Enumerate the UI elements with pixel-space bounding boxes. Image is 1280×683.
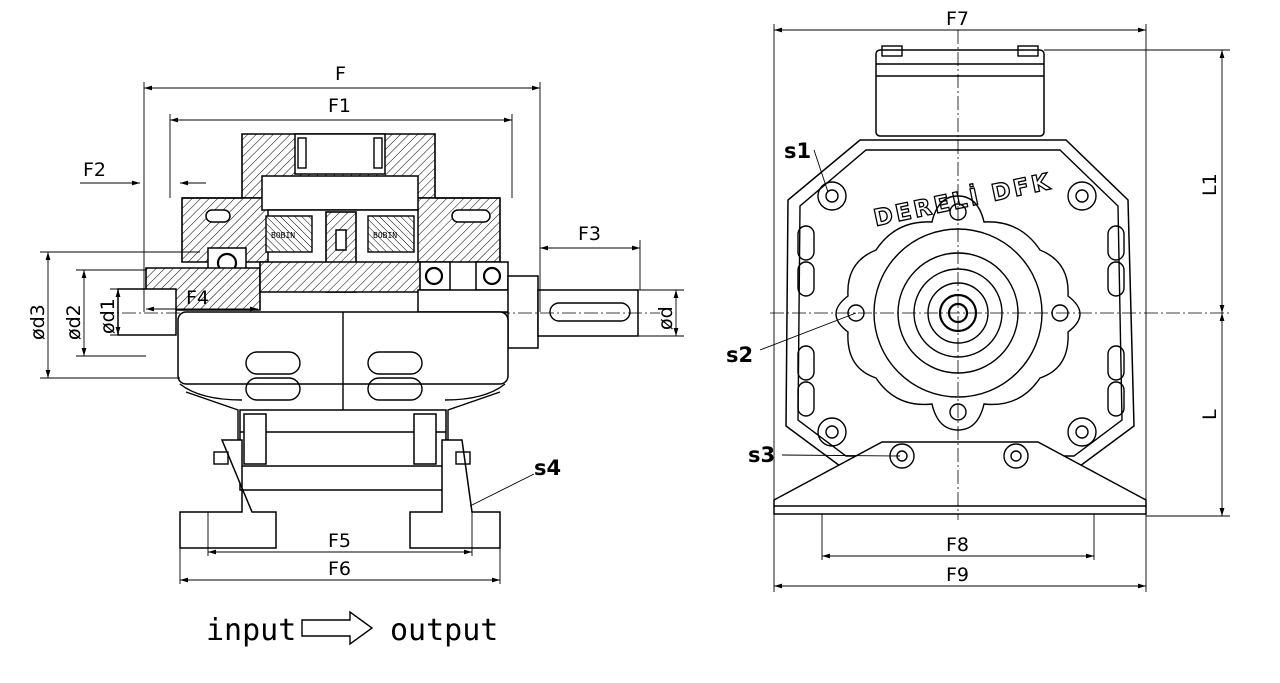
dim-F8: F8 [946,534,969,556]
right-dimensions: F7 L1 L F8 F9 s1 s2 s3 [726,8,1230,592]
callout-s2: s2 [726,343,753,367]
callout-s4: s4 [534,456,561,480]
dim-F2: F2 [83,159,106,181]
dim-L: L [1199,409,1221,420]
side-section-view: BOBIN BOBIN [100,133,660,549]
left-dimensions: F F1 F2 F3 F4 F5 F6 ød3 ød2 ød1 [27,63,684,584]
dim-F1: F1 [328,95,351,117]
dim-d2: ød2 [63,304,85,340]
dim-F9: F9 [946,564,969,586]
dim-d: ød [655,306,677,330]
callout-s3: s3 [748,443,775,467]
dim-d3: ød3 [27,304,49,340]
flow-legend: input output [206,610,498,648]
dim-F6: F6 [328,558,351,580]
flow-output-label: output [390,613,498,648]
dim-L1: L1 [1199,173,1221,196]
dim-F7: F7 [946,8,969,30]
dim-F3: F3 [578,223,601,245]
callout-s1: s1 [784,139,811,163]
dim-F5: F5 [328,530,351,552]
flow-input-label: input [206,613,296,648]
coil-label-left: BOBIN [271,231,295,240]
front-view: DERELİ DFK [770,30,1230,520]
dim-d1: ød1 [97,298,119,334]
dim-F4: F4 [186,287,209,309]
arrow-right-outline-icon [301,610,374,646]
dim-F: F [335,63,346,85]
coil-label-right: BOBIN [373,231,397,240]
